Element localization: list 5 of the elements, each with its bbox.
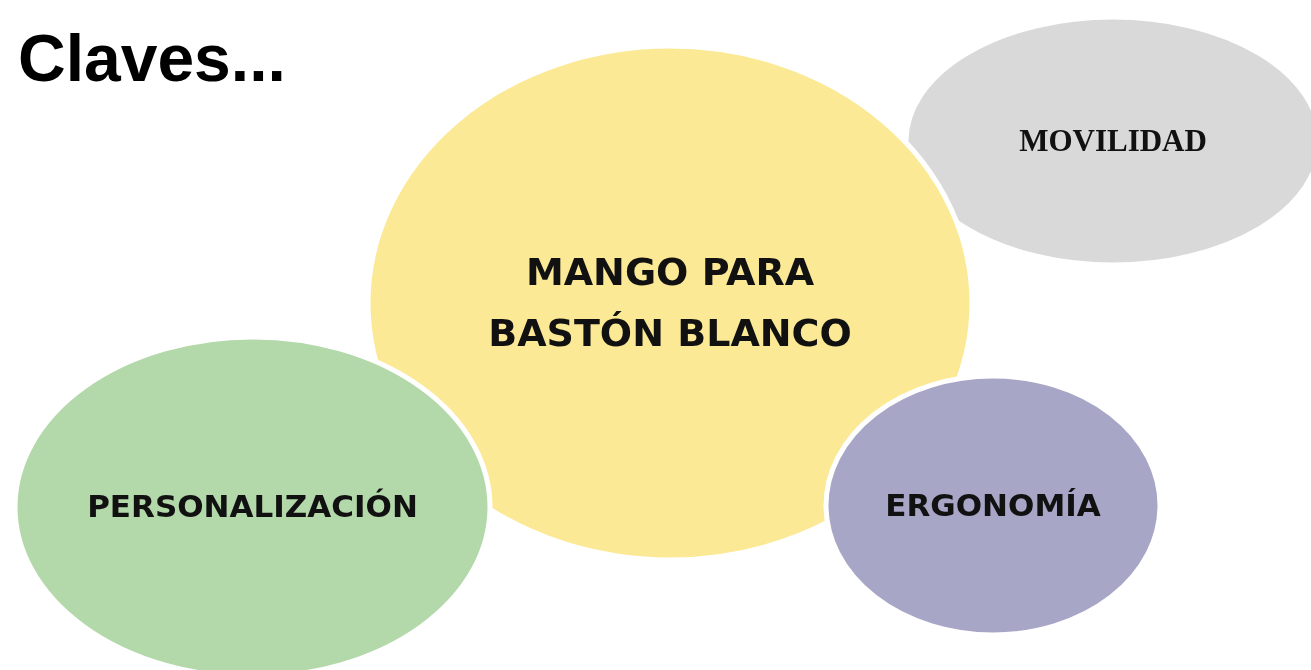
node-label: MOVILIDAD	[1019, 122, 1207, 161]
title: Claves...	[18, 22, 286, 95]
node-label: ERGONOMÍA	[885, 485, 1101, 525]
node-label: PERSONALIZACIÓN	[87, 487, 418, 527]
node-label: MANGO PARA BASTÓN BLANCO	[487, 249, 853, 357]
